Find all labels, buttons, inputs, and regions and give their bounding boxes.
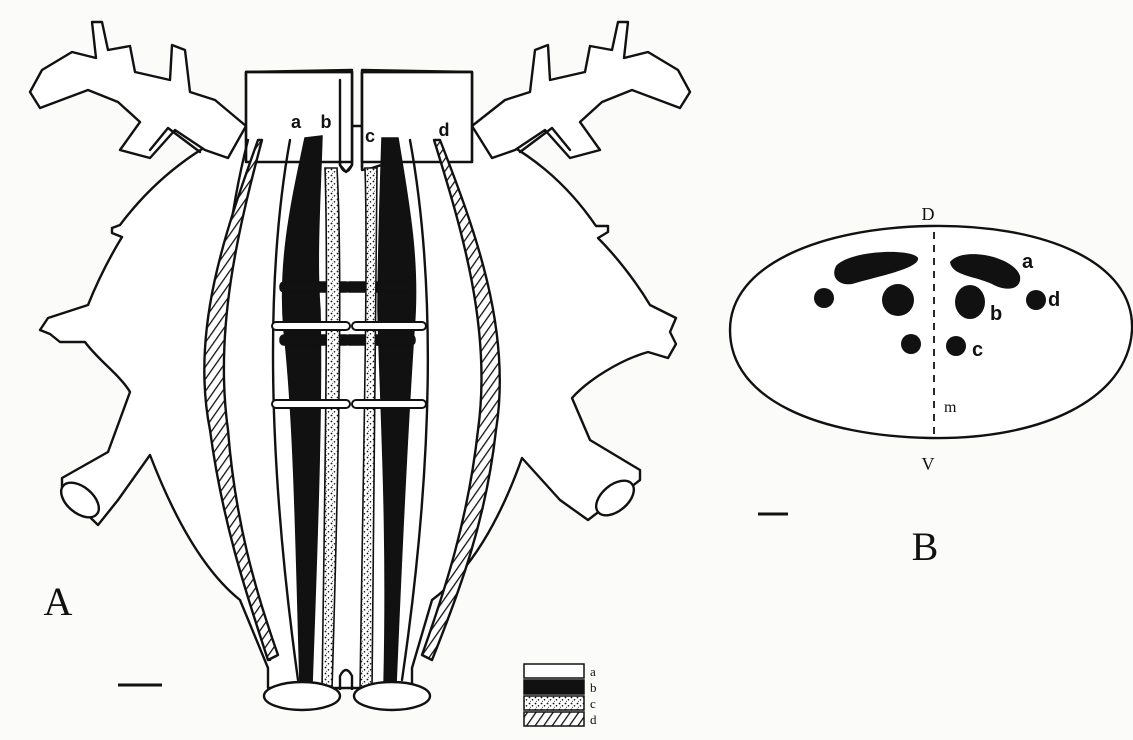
legend-swatch-d [524,712,584,726]
legend-label-b: b [590,680,597,695]
legend [524,664,584,726]
bundle-c-left [901,334,921,354]
cross-section-outline [730,226,1132,438]
upper-left-branch [30,22,246,158]
tract-label-a: a [291,112,302,132]
bundle-label-b: b [990,303,1002,325]
panel-label-a: A [44,579,73,624]
bundle-label-a: a [1022,251,1034,273]
bundle-d-left [814,288,834,308]
dorsal-label: D [922,204,935,224]
tract-label-c: c [365,126,375,146]
bundle-b-right [955,285,985,319]
legend-label-a: a [590,664,596,679]
bundle-b-left [882,284,914,316]
tract-label-d: d [439,120,450,140]
midline-label: m [944,399,957,416]
bundle-label-c: c [972,339,983,361]
ventral-label: V [922,454,935,474]
bundle-label-d: d [1048,289,1060,311]
right-cut-end [354,682,430,710]
upper-right-branch [472,22,690,158]
legend-swatch-b [524,680,584,694]
bundle-d-right [1026,290,1046,310]
bundle-c-right [946,336,966,356]
legend-label-c: c [590,696,596,711]
left-cut-end [264,682,340,710]
panel-a-drawing [30,22,690,688]
panel-label-b: B [912,524,939,569]
panel-b-drawing: D V m a b c d B [730,204,1132,569]
legend-swatch-a [524,664,584,678]
tract-label-b: b [321,112,332,132]
legend-label-d: d [590,712,597,727]
legend-swatch-c [524,696,584,710]
